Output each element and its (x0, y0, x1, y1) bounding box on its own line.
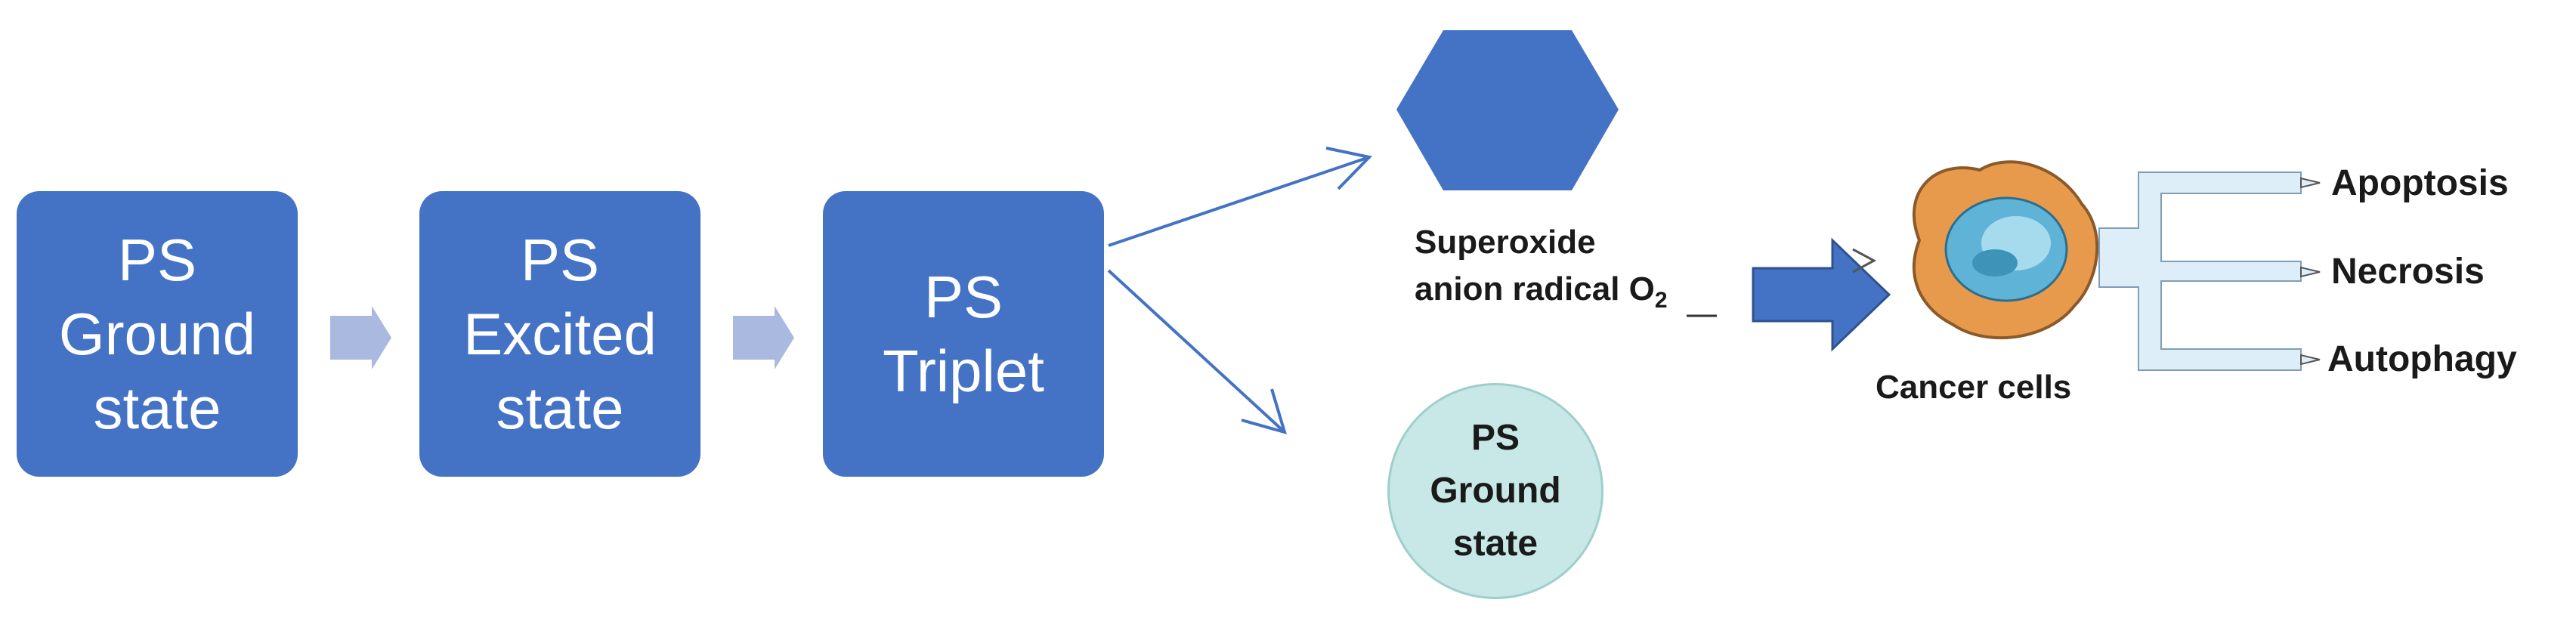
chevron-arrow-icon (733, 306, 794, 369)
box-line: PS (923, 264, 1003, 330)
outcome-apoptosis: Apoptosis (2331, 163, 2509, 203)
branch-arrow-down (1107, 269, 1287, 434)
superoxide-label: Superoxide anion radical O2 (1415, 219, 1668, 324)
outcome-bracket (2098, 171, 2321, 371)
superoxide-line2: anion radical O2 (1415, 266, 1668, 324)
box-line: state (93, 375, 221, 441)
block-arrow-icon (1752, 237, 1891, 352)
box-line: state (496, 375, 624, 441)
branch-arrow-up (1108, 147, 1372, 247)
ps-excited-state-box: PS Excited state (419, 191, 700, 477)
superoxide-line1: Superoxide (1415, 224, 1596, 261)
circle-line: state (1452, 524, 1538, 564)
box-line: Ground (58, 301, 256, 367)
ps-ground-state-circle: PS Ground state (1387, 383, 1603, 599)
pointer-tick (1852, 248, 1877, 273)
cancer-cell-icon (1912, 160, 2099, 340)
box-line: PS (520, 227, 600, 293)
o2-subscript: 2 (1654, 287, 1668, 313)
ps-ground-state-box: PS Ground state (17, 191, 298, 477)
cancer-cells-label: Cancer cells (1876, 369, 2072, 406)
outcome-autophagy: Autophagy (2327, 339, 2517, 379)
box-line: PS (117, 227, 197, 293)
chevron-arrow-icon (330, 306, 391, 369)
ps-triplet-box: PS Triplet (823, 191, 1104, 477)
circle-line: Ground (1430, 471, 1561, 511)
outcome-necrosis: Necrosis (2331, 252, 2485, 292)
superoxide-hexagon (1396, 30, 1619, 190)
circle-line: PS (1470, 418, 1520, 458)
box-line: Triplet (883, 338, 1044, 404)
superoxide-line2-text: anion radical O (1415, 270, 1655, 307)
box-line: Excited (463, 301, 657, 367)
